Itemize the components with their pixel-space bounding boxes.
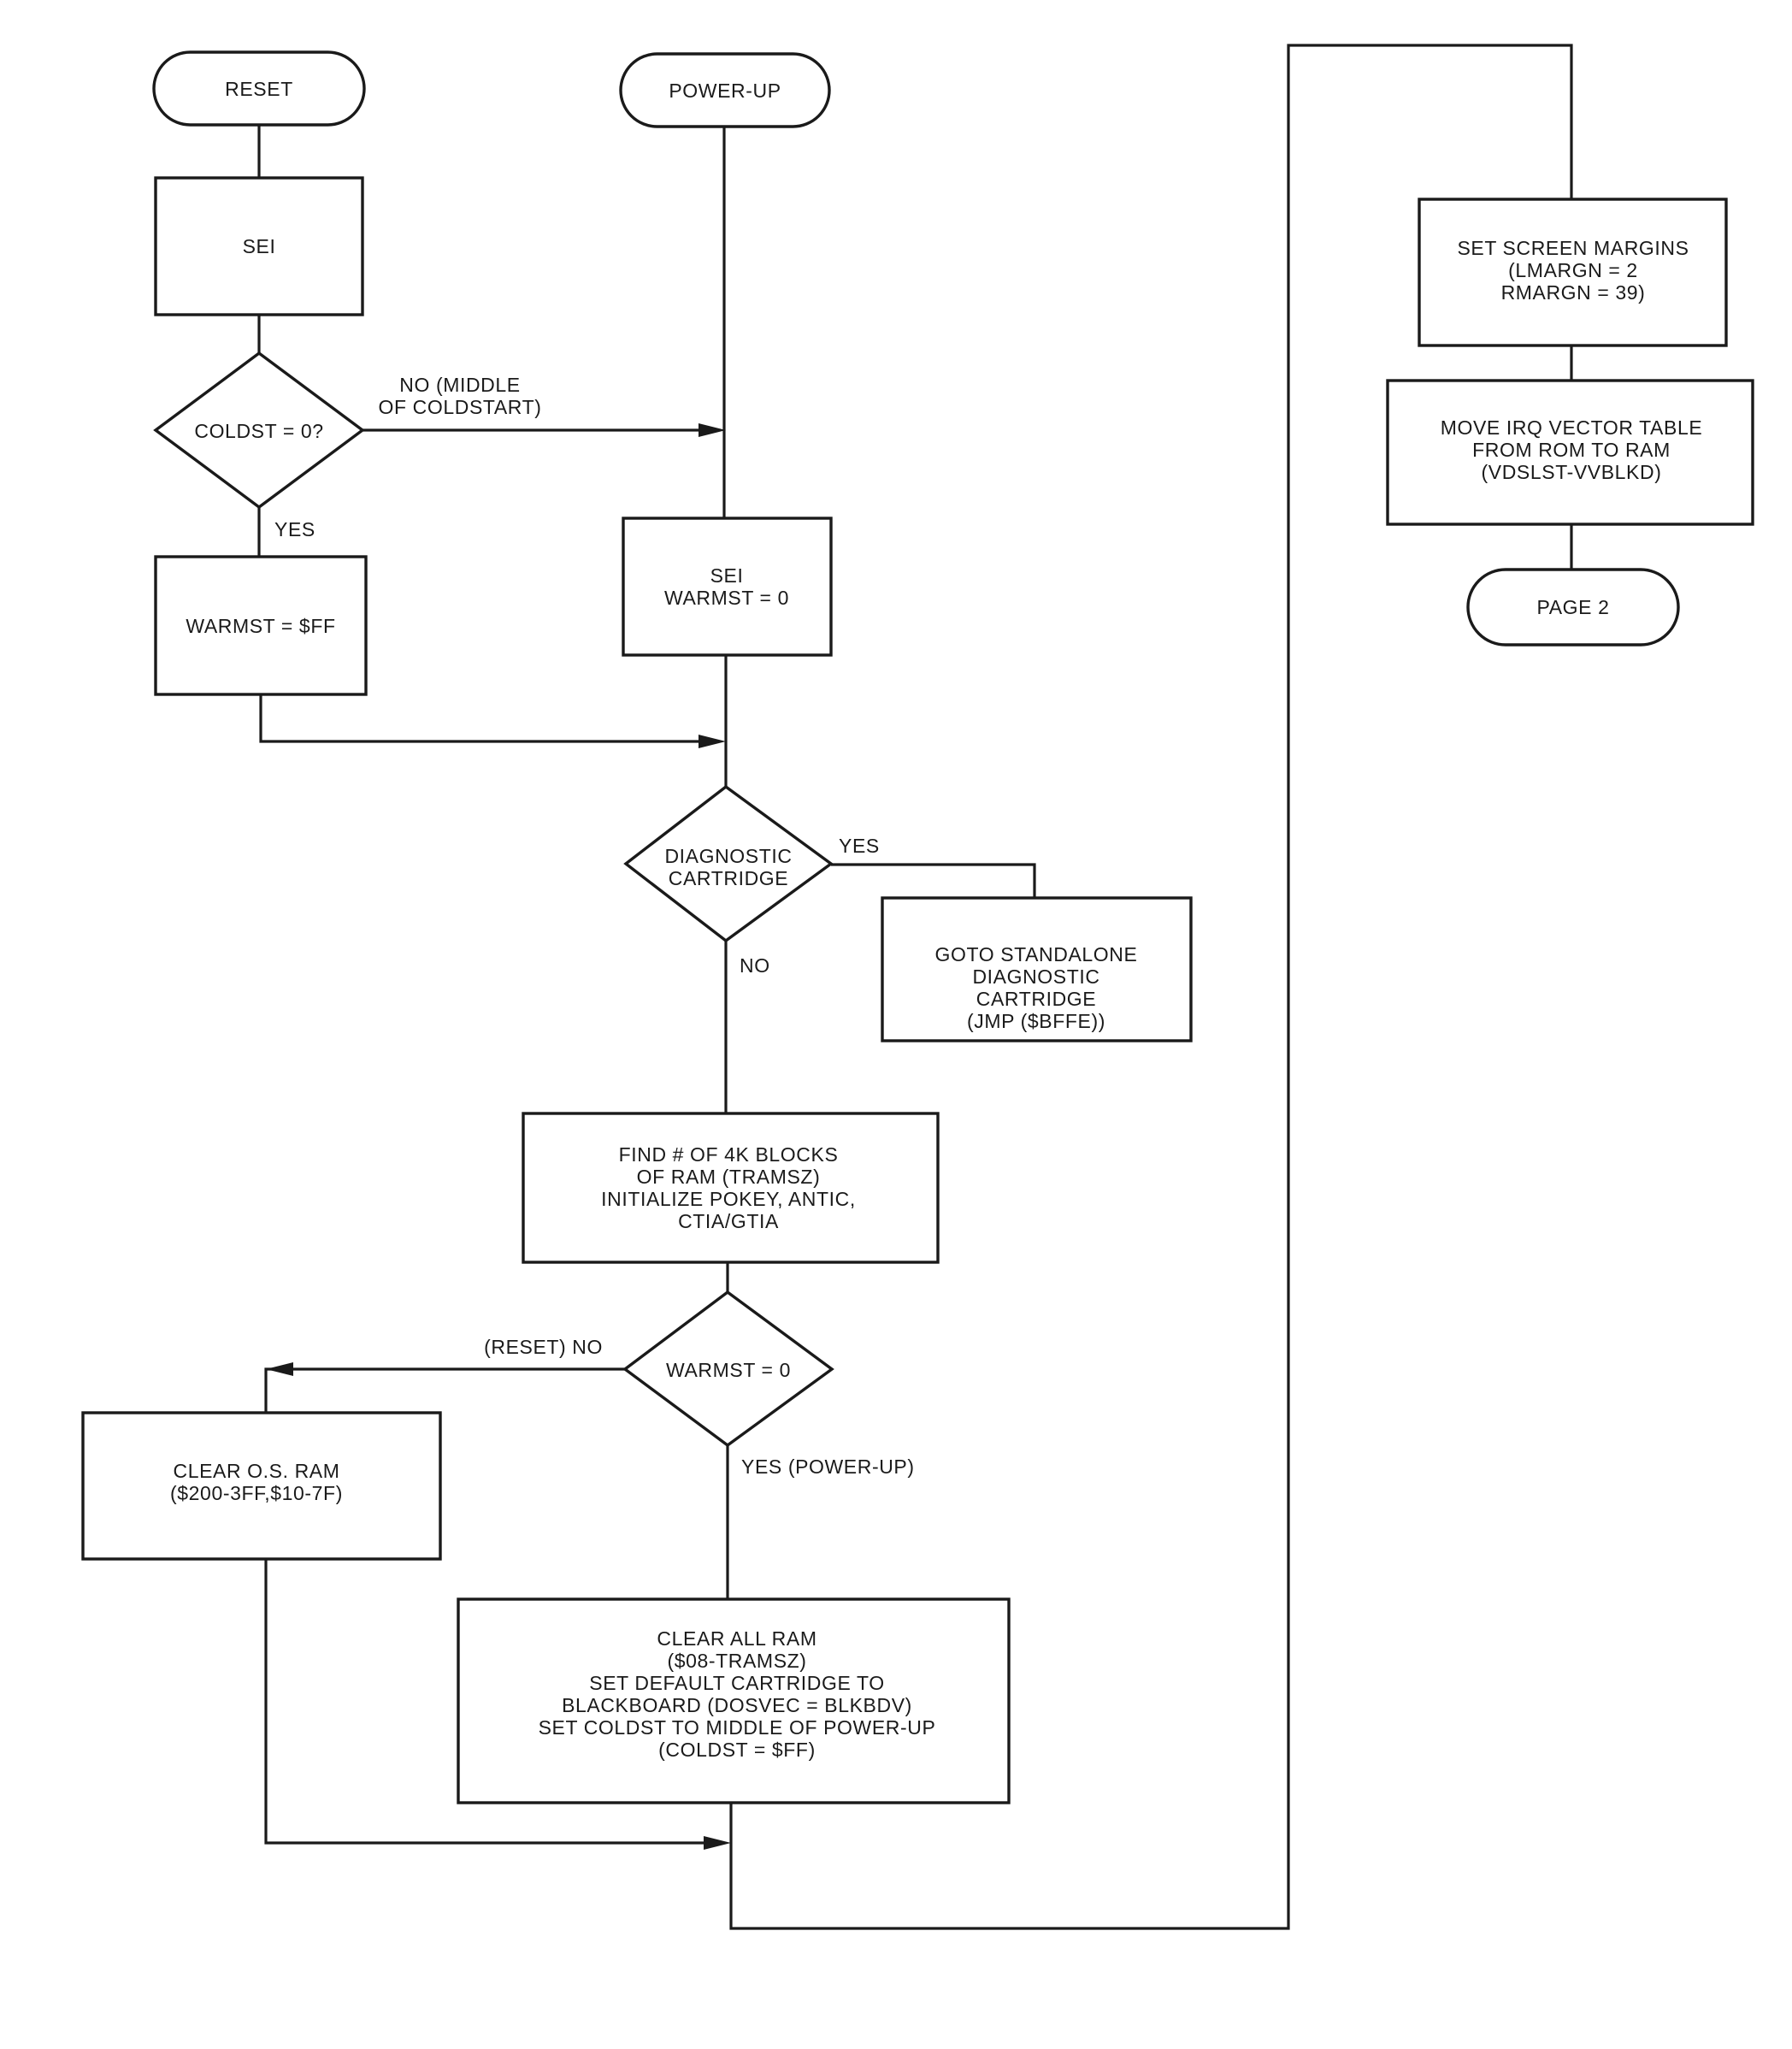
connector-diag-yes [831, 863, 1036, 898]
process-find-ram [522, 1112, 940, 1264]
goto-standalone-line-2: DIAGNOSTIC [972, 965, 1099, 988]
warmst-ff-label: WARMST = $FF [186, 615, 335, 637]
set-margins-line-1: SET SCREEN MARGINS [1457, 237, 1689, 259]
edge-label-coldst-yes: YES [274, 518, 315, 540]
clear-all-ram-line-4: BLACKBOARD (DOSVEC = BLKBDV) [562, 1694, 912, 1716]
process-clear-all-ram [457, 1597, 1011, 1804]
diagnostic-cartridge-line-1: DIAGNOSTIC [664, 845, 792, 867]
page-2-label: PAGE 2 [1537, 596, 1610, 618]
sei-warmst-zero-line-1: SEI [710, 564, 744, 587]
terminal-page-2 [1466, 568, 1680, 647]
connector-warmst-no [264, 1367, 625, 1413]
arrowhead-warmst-no [266, 1362, 293, 1376]
edge-label-warmst-yes: YES (POWER-UP) [741, 1456, 915, 1478]
find-ram-line-4: CTIA/GTIA [678, 1210, 779, 1232]
coldst-check-label: COLDST = 0? [194, 420, 323, 442]
reset-label: RESET [225, 78, 293, 100]
terminal-reset [152, 50, 366, 127]
clear-all-ram-line-5: SET COLDST TO MIDDLE OF POWER-UP [539, 1716, 936, 1739]
goto-standalone-line-4: (JMP ($BFFE)) [967, 1010, 1105, 1032]
edge-label-diag-yes: YES [839, 835, 880, 857]
connector-clear-os-to-main [264, 1559, 713, 1845]
process-goto-standalone [881, 896, 1193, 1042]
set-margins-line-3: RMARGN = 39) [1501, 281, 1646, 304]
move-irq-line-3: (VDSLST-VVBLKD) [1482, 461, 1662, 483]
process-set-margins [1418, 198, 1728, 347]
connectors [257, 44, 1573, 1930]
clear-all-ram-line-2: ($08-TRAMSZ) [667, 1650, 806, 1672]
arrowheads [266, 423, 731, 1850]
move-irq-line-2: FROM ROM TO RAM [1472, 439, 1671, 461]
process-clear-os-ram [81, 1411, 442, 1561]
arrowhead-coldst-no [699, 423, 726, 437]
connector-warmst-to-main [259, 694, 708, 743]
arrowhead-warmst-to-main [699, 735, 726, 748]
edge-label-diag-no: NO [740, 954, 770, 977]
arrowhead-clear-os-to-main [704, 1836, 731, 1850]
sei-warmst-zero-line-2: WARMST = 0 [664, 587, 789, 609]
clear-all-ram-line-1: CLEAR ALL RAM [657, 1627, 816, 1650]
warmst-check-label: WARMST = 0 [666, 1359, 791, 1381]
edge-label-coldst-no-line-2: OF COLDSTART) [379, 396, 542, 418]
find-ram-line-1: FIND # OF 4K BLOCKS [619, 1143, 839, 1166]
terminal-power-up [619, 52, 831, 128]
connector-to-page-2-column [729, 44, 1573, 1930]
diagnostic-cartridge-line-2: CARTRIDGE [669, 867, 788, 889]
edge-label-coldst-no-line-1: NO (MIDDLE [399, 374, 520, 396]
clear-os-ram-line-2: ($200-3FF,$10-7F) [170, 1482, 343, 1504]
edge-label-warmst-no: (RESET) NO [484, 1336, 603, 1358]
decision-warmst [622, 1290, 834, 1448]
set-margins-line-2: (LMARGN = 2 [1508, 259, 1638, 281]
process-sei [154, 176, 364, 316]
find-ram-line-3: INITIALIZE POKEY, ANTIC, [601, 1188, 856, 1210]
power-up-label: POWER-UP [669, 80, 781, 102]
clear-all-ram-line-6: (COLDST = $FF) [658, 1739, 816, 1761]
process-move-irq [1386, 379, 1754, 526]
clear-all-ram-line-3: SET DEFAULT CARTRIDGE TO [589, 1672, 884, 1694]
goto-standalone-line-1: GOTO STANDALONE [935, 943, 1138, 965]
decision-diagnostic-cartridge [623, 784, 834, 943]
process-warmst-ff [154, 555, 368, 696]
sei-label: SEI [243, 235, 276, 257]
decision-coldst [153, 351, 365, 510]
find-ram-line-2: OF RAM (TRAMSZ) [637, 1166, 821, 1188]
move-irq-line-1: MOVE IRQ VECTOR TABLE [1441, 416, 1703, 439]
goto-standalone-line-3: CARTRIDGE [976, 988, 1096, 1010]
clear-os-ram-line-1: CLEAR O.S. RAM [174, 1460, 340, 1482]
process-sei-warmst-zero [622, 517, 833, 657]
